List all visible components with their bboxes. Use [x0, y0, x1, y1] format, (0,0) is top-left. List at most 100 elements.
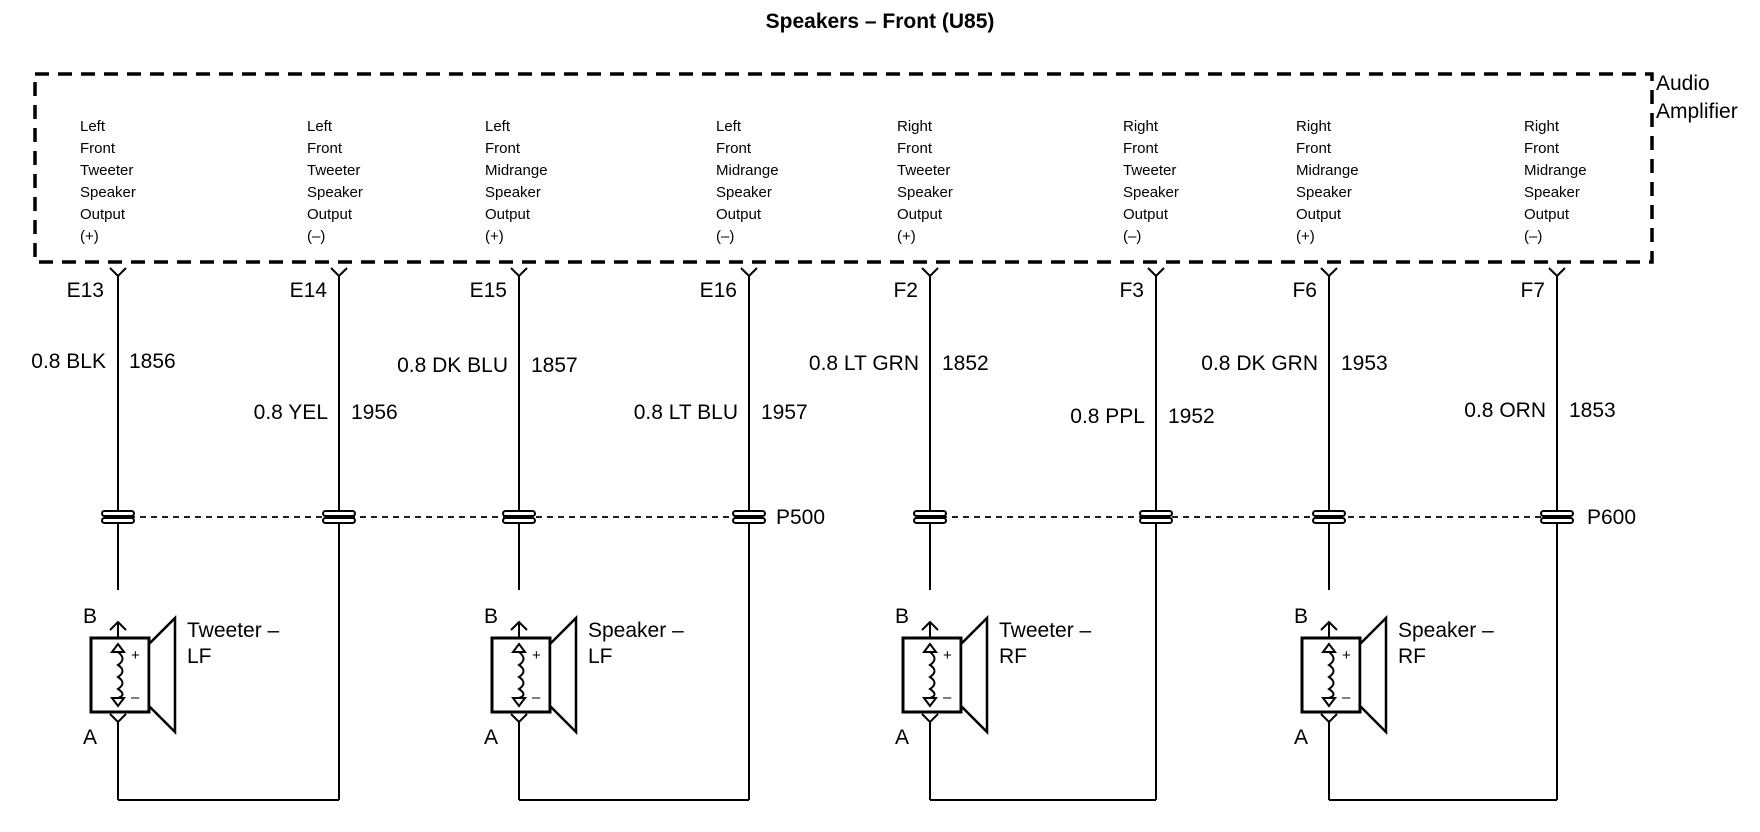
wire-gauge-color: 0.8 LT BLU — [634, 401, 738, 424]
pin-desc-line: Output — [1296, 206, 1342, 223]
pin-desc-line: (+) — [485, 228, 504, 245]
pin-desc-line: Right — [1524, 118, 1560, 135]
polarity-plus: + — [1342, 647, 1351, 664]
speaker-tweeter-rf: B + – A Tweeter – RF — [895, 605, 1092, 800]
pin-desc-line: Output — [897, 206, 943, 223]
speaker-cone — [548, 614, 578, 736]
wire-gauge-color: 0.8 DK BLU — [397, 354, 508, 377]
pin-a-label: A — [1294, 726, 1308, 749]
speaker-name-line1: Speaker – — [1398, 619, 1494, 642]
wire-e15 — [510, 267, 528, 590]
circuit-number: 1953 — [1341, 352, 1388, 375]
pin-desc-line: Output — [307, 206, 353, 223]
speaker-name-line2: RF — [1398, 645, 1426, 668]
wire-e13 — [109, 267, 127, 590]
speaker-terminals — [109, 620, 127, 800]
pin-desc-line: Speaker — [307, 184, 363, 201]
pin-desc-line: Left — [485, 118, 511, 135]
wire-gauge-color: 0.8 LT GRN — [809, 352, 919, 375]
pin-desc-line: Midrange — [485, 162, 548, 179]
wire-labels: 0.8 BLK 1856 0.8 YEL 1956 0.8 DK BLU 185… — [31, 350, 1615, 428]
pin-desc-line: Midrange — [716, 162, 779, 179]
circuit-number: 1856 — [129, 350, 176, 373]
pin-desc-line: Speaker — [1123, 184, 1179, 201]
speaker-terminals — [1320, 620, 1338, 800]
pin-desc-line: Front — [1123, 140, 1159, 157]
wires — [109, 267, 1566, 800]
pin-a-label: A — [83, 726, 97, 749]
pin-b-label: B — [1294, 605, 1308, 628]
module-label-line2: Amplifier — [1656, 100, 1738, 123]
pin-desc-line: (–) — [307, 228, 325, 245]
inline-connectors — [101, 510, 1574, 524]
pin-b-label: B — [484, 605, 498, 628]
wire-gauge-color: 0.8 BLK — [31, 350, 106, 373]
terminal-label: E15 — [470, 279, 507, 302]
speaker-coil — [511, 642, 527, 708]
inline-connector-symbol — [1312, 510, 1346, 524]
pin-desc-line: Right — [1123, 118, 1159, 135]
pin-desc-line: Output — [80, 206, 126, 223]
polarity-plus: + — [943, 647, 952, 664]
pin-desc-line: Speaker — [1524, 184, 1580, 201]
pin-desc-line: Front — [1524, 140, 1560, 157]
terminal-label: E16 — [700, 279, 737, 302]
pin-desc-line: Right — [1296, 118, 1332, 135]
wire-gauge-color: 0.8 PPL — [1070, 405, 1145, 428]
circuit-number: 1853 — [1569, 399, 1616, 422]
terminal-label: F7 — [1520, 279, 1545, 302]
speaker-cone — [147, 614, 177, 736]
pin-desc-line: Midrange — [1524, 162, 1587, 179]
wire-e16 — [740, 267, 758, 800]
speaker-tweeter-lf: B + – A Tweeter – LF — [83, 605, 280, 800]
inline-connector-symbol — [913, 510, 947, 524]
pin-a-label: A — [484, 726, 498, 749]
pin-desc-line: Tweeter — [80, 162, 133, 179]
pin-desc-line: Speaker — [897, 184, 953, 201]
pin-descriptions: Left Front Tweeter Speaker Output (+) Le… — [80, 118, 1587, 245]
polarity-plus: + — [532, 647, 541, 664]
inline-connector-symbol — [322, 510, 356, 524]
speaker-name-line2: LF — [588, 645, 613, 668]
pin-desc-line: Front — [485, 140, 521, 157]
inline-connector-symbol — [101, 510, 135, 524]
circuit-number: 1852 — [942, 352, 989, 375]
circuit-number: 1957 — [761, 401, 808, 424]
speaker-coil — [922, 642, 938, 708]
pin-desc-line: Left — [80, 118, 106, 135]
wire-f2 — [921, 267, 939, 590]
inline-connector-symbol — [502, 510, 536, 524]
polarity-minus: – — [943, 689, 952, 706]
terminal-label: E13 — [67, 279, 104, 302]
speaker-name-line1: Tweeter – — [187, 619, 280, 642]
wire-f3 — [1147, 267, 1165, 800]
speaker-name-line1: Tweeter – — [999, 619, 1092, 642]
wire-gauge-color: 0.8 YEL — [254, 401, 328, 424]
connector-label-p500: P500 — [776, 506, 825, 529]
pin-desc-line: Speaker — [716, 184, 772, 201]
speaker-cone — [1358, 614, 1388, 736]
pin-desc-line: Output — [1123, 206, 1169, 223]
polarity-minus: – — [131, 689, 140, 706]
pin-desc-line: Tweeter — [897, 162, 950, 179]
pin-desc-line: (+) — [80, 228, 99, 245]
pin-b-label: B — [83, 605, 97, 628]
speaker-name-line2: LF — [187, 645, 212, 668]
pin-desc-line: Tweeter — [1123, 162, 1176, 179]
pin-desc-line: Front — [1296, 140, 1332, 157]
pin-desc-line: (–) — [1123, 228, 1141, 245]
polarity-minus: – — [532, 689, 541, 706]
diagram-title: Speakers – Front (U85) — [766, 10, 995, 33]
pin-a-label: A — [895, 726, 909, 749]
inline-connector-symbol — [732, 510, 766, 524]
pin-desc-line: Front — [307, 140, 343, 157]
circuit-number: 1956 — [351, 401, 398, 424]
pin-desc-line: Speaker — [80, 184, 136, 201]
module-label-line1: Audio — [1656, 72, 1710, 95]
terminal-label: F6 — [1292, 279, 1317, 302]
wire-f6 — [1320, 267, 1338, 590]
speaker-cone — [959, 614, 989, 736]
pin-desc-line: Front — [80, 140, 116, 157]
pin-desc-line: (+) — [897, 228, 916, 245]
